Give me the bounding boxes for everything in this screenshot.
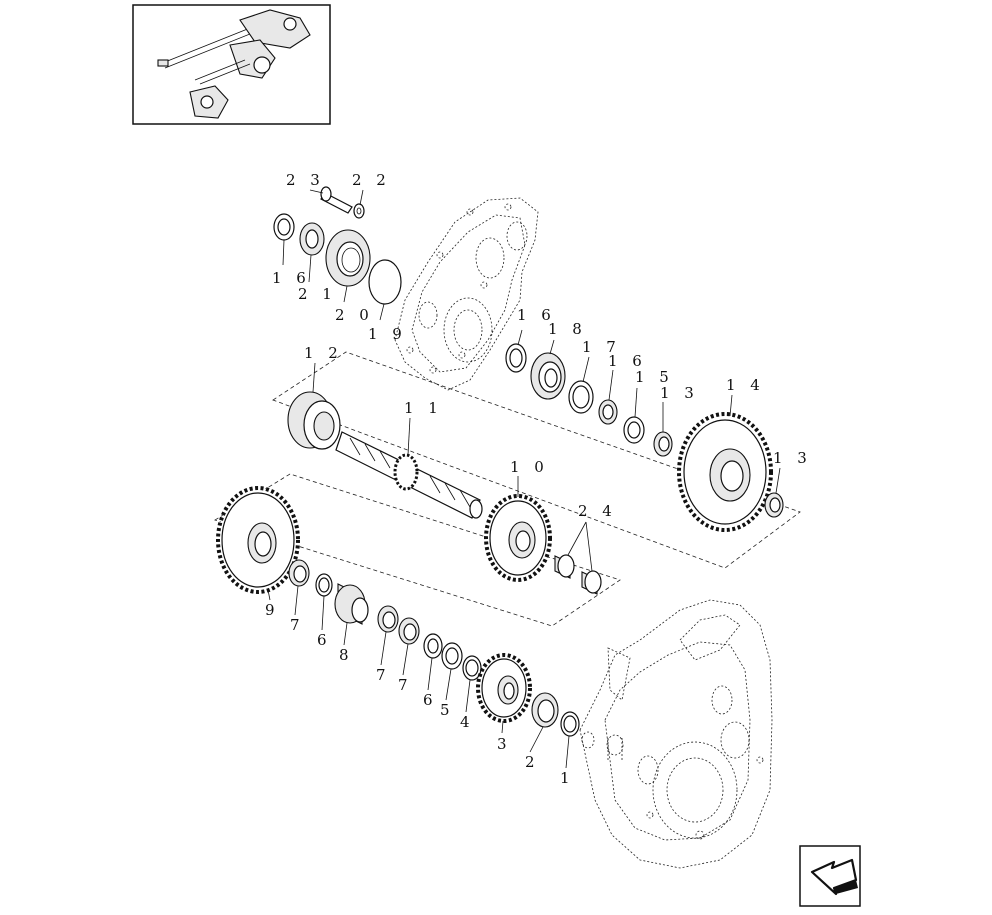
callout-12: 1 2 (304, 344, 343, 362)
callout-4: 4 (460, 713, 475, 731)
callout-15: 1 5 (635, 368, 674, 386)
callout-16-upper: 1 6 (272, 269, 311, 287)
callout-11: 1 1 (404, 399, 443, 417)
needle-bearing-part-13b[interactable] (764, 492, 784, 518)
callout-2: 2 (525, 753, 540, 771)
leader-lines (267, 189, 781, 769)
callout-21: 2 1 (298, 285, 337, 303)
callout-17: 1 7 (582, 338, 621, 356)
needle-bearing-part-13a[interactable] (653, 431, 673, 457)
bearing-part-2[interactable] (531, 692, 559, 728)
washer-part-6a[interactable] (315, 573, 333, 597)
snap-ring-part-1[interactable] (560, 711, 580, 737)
callout-23: 2 3 (286, 171, 325, 189)
gear-part-14[interactable] (677, 412, 773, 532)
washer-part-6b[interactable] (423, 633, 443, 659)
callout-20: 2 0 (335, 306, 374, 324)
snap-ring-part-4[interactable] (462, 655, 482, 681)
callout-7b: 7 (376, 666, 391, 684)
upper-shaft-guide (272, 351, 801, 569)
washer-part-22[interactable] (353, 203, 365, 219)
washer-part-15[interactable] (623, 416, 645, 444)
callout-13a: 1 3 (660, 384, 699, 402)
spacer-part-16b[interactable] (598, 399, 618, 425)
callout-16b: 1 6 (608, 352, 647, 370)
bolt-part-23[interactable] (320, 186, 353, 214)
bushing-part-24[interactable] (554, 554, 602, 595)
callout-1: 1 (560, 769, 575, 787)
bearing-part-18[interactable] (530, 352, 566, 400)
callout-9: 9 (265, 601, 280, 619)
hub-part-8[interactable] (334, 583, 369, 625)
rear-housing[interactable] (579, 599, 773, 869)
needle-bearing-part-7b[interactable] (377, 605, 399, 633)
callout-18: 1 8 (548, 320, 587, 338)
spacer-part-21[interactable] (299, 222, 325, 256)
snap-ring-part-16a[interactable] (505, 343, 527, 373)
callout-8: 8 (339, 646, 354, 664)
gear-part-9[interactable] (216, 486, 300, 594)
gear-part-10[interactable] (484, 494, 552, 582)
assembly-thumbnail[interactable] (132, 4, 331, 125)
callout-6b: 6 (423, 691, 438, 709)
needle-bearing-part-7c[interactable] (398, 617, 420, 645)
shaft-part-11[interactable] (335, 431, 483, 519)
callout-22: 2 2 (352, 171, 391, 189)
back-arrow-icon (810, 858, 858, 896)
callout-5: 5 (440, 701, 455, 719)
snap-ring-part-16-upper[interactable] (273, 213, 295, 241)
callout-24: 2 4 (578, 502, 617, 520)
front-housing-cover[interactable] (394, 197, 539, 391)
gear-part-3[interactable] (476, 653, 532, 723)
o-ring-part-19[interactable] (368, 259, 402, 305)
callout-16a: 1 6 (517, 306, 556, 324)
callout-10: 1 0 (510, 458, 549, 476)
callout-6a: 6 (317, 631, 332, 649)
callout-7c: 7 (398, 676, 413, 694)
washer-part-5[interactable] (441, 642, 463, 670)
callout-7a: 7 (290, 616, 305, 634)
snap-ring-part-17[interactable] (568, 380, 594, 414)
callout-19: 1 9 (368, 325, 407, 343)
callout-3: 3 (497, 735, 512, 753)
coupling-part-12[interactable] (287, 391, 341, 450)
needle-bearing-part-7a[interactable] (288, 559, 310, 587)
back-arrow-button[interactable] (799, 845, 861, 907)
seal-carrier-part-20[interactable] (325, 229, 371, 287)
callout-13b: 1 3 (773, 449, 812, 467)
callout-14: 1 4 (726, 376, 765, 394)
